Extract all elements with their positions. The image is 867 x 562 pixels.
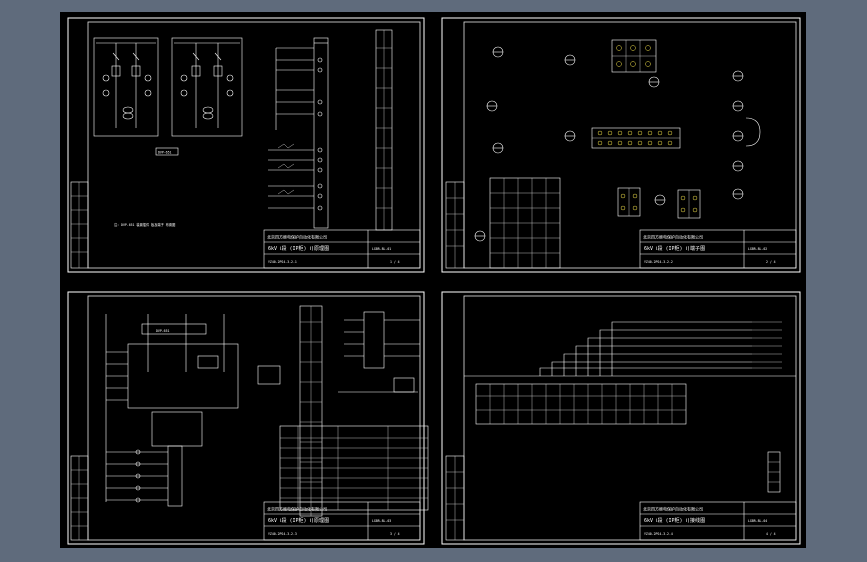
sheet-4-drawing-no: LGBR-8L-04 [748, 519, 767, 523]
sheet-2[interactable]: 北京四方继电保护自动化有限公司 6kV Ⅰ段 (IP柜) Ⅰ)端子图 YZ40-… [441, 17, 801, 273]
sheet-2-title-block[interactable]: 北京四方继电保护自动化有限公司 6kV Ⅰ段 (IP柜) Ⅰ)端子图 YZ40-… [639, 229, 797, 269]
plug-block-long [591, 127, 681, 149]
control-circuit [105, 314, 281, 507]
sheet-2-company: 北京四方继电保护自动化有限公司 [643, 234, 703, 240]
sheet-2-drawing-no: LGBR-8L-02 [748, 247, 767, 251]
sheet-4[interactable]: 北京四方继电保护自动化有限公司 6kV Ⅰ段 (IP柜) Ⅰ)接线图 YZ40-… [441, 291, 801, 545]
switchgear-panel-1 [93, 37, 159, 137]
sheet-4-code: YZ40-2PS4-3-2.4 [644, 532, 673, 536]
sheet-4-border [441, 291, 801, 545]
sheet-3-company: 北京四方继电保护自动化有限公司 [267, 506, 327, 512]
sheet-1[interactable]: DVP-651 [67, 17, 425, 273]
sheet-1-drawing-no: LGBR-8L-01 [372, 247, 391, 251]
cable-wiring [464, 321, 796, 377]
sheet-4-revision-strip [445, 455, 465, 541]
equipment-table [279, 425, 429, 511]
sheet-1-border [67, 17, 425, 273]
connector-bracket [745, 117, 761, 147]
switchgear-panel-2 [171, 37, 243, 137]
sheet-1-drawing-title: 6kV Ⅰ段 (IP柜) Ⅰ)原理图 [268, 245, 329, 252]
device-label-box: DVP-651 [155, 147, 179, 156]
sheet-1-title-block[interactable]: 北京四方继电保护自动化有限公司 6kV Ⅰ段 (IP柜) Ⅰ)原理图 YZ40-… [263, 229, 421, 269]
drawing-canvas[interactable]: DVP-651 [60, 12, 806, 548]
terminal-row-table [475, 383, 687, 425]
plug-block-top [611, 39, 657, 73]
device-label: DVP-651 [158, 151, 172, 155]
sheet-4-inner-frame [463, 295, 797, 541]
sheet-2-revision-strip [445, 181, 465, 269]
connector-symbols [474, 46, 744, 242]
sheet-4-sheet-number: 4 / 4 [766, 532, 776, 536]
sheet-2-inner-frame [463, 21, 797, 269]
sheet-1-note: 注: DVP-651 装置插件 板及端子 布置图 [114, 222, 175, 227]
sheet-3-device-label: DVP-651 [156, 329, 170, 333]
sheet-3-sheet-number: 3 / 4 [390, 532, 400, 536]
sheet-4-company: 北京四方继电保护自动化有限公司 [643, 506, 703, 512]
sheet-4-drawing-title: 6kV Ⅰ段 (IP柜) Ⅰ)接线图 [644, 517, 705, 524]
sheet-3-code: YZ40-2PS4-3-2.3 [268, 532, 297, 536]
sheet-2-sheet-number: 2 / 4 [766, 260, 776, 264]
relay-block [338, 311, 420, 393]
terminal-strip [375, 29, 393, 231]
sheet-2-border [441, 17, 801, 273]
terminal-column [299, 305, 323, 517]
sheet-3[interactable]: DVP-651 北京四方继电保护自动化有限公司 6kV Ⅰ段 (IP柜) Ⅰ)原… [67, 291, 429, 545]
sheet-1-sheet-number: 1 / 4 [390, 260, 400, 264]
sheet-2-drawing-title: 6kV Ⅰ段 (IP柜) Ⅰ)端子图 [644, 245, 705, 252]
drawing-svg: DVP-651 [67, 17, 801, 545]
sheet-1-company: 北京四方继电保护自动化有限公司 [267, 234, 327, 240]
sheet-3-drawing-no: LGBR-8L-03 [372, 519, 391, 523]
sheet-1-inner-frame [87, 21, 421, 269]
side-legend [767, 451, 781, 493]
sheet-3-title-block[interactable]: 北京四方继电保护自动化有限公司 6kV Ⅰ段 (IP柜) Ⅰ)原理图 YZ40-… [263, 501, 421, 541]
sheet-1-revision-strip [70, 181, 89, 269]
relay-wiring-diagram [268, 37, 329, 229]
sheet-3-inner-frame [87, 295, 421, 541]
sheet-3-revision-strip [70, 455, 89, 541]
plug-block-small [617, 187, 701, 219]
sheet-2-code: YZ40-2PS4-3-2.2 [644, 260, 673, 264]
sheet-3-drawing-title: 6kV Ⅰ段 (IP柜) Ⅰ)原理图 [268, 517, 329, 524]
sheet-4-title-block[interactable]: 北京四方继电保护自动化有限公司 6kV Ⅰ段 (IP柜) Ⅰ)接线图 YZ40-… [639, 501, 797, 541]
terminal-matrix [489, 177, 561, 269]
sheet-3-border [67, 291, 425, 545]
sheet-1-code: YZ40-2PS4-3-2.1 [268, 260, 297, 264]
